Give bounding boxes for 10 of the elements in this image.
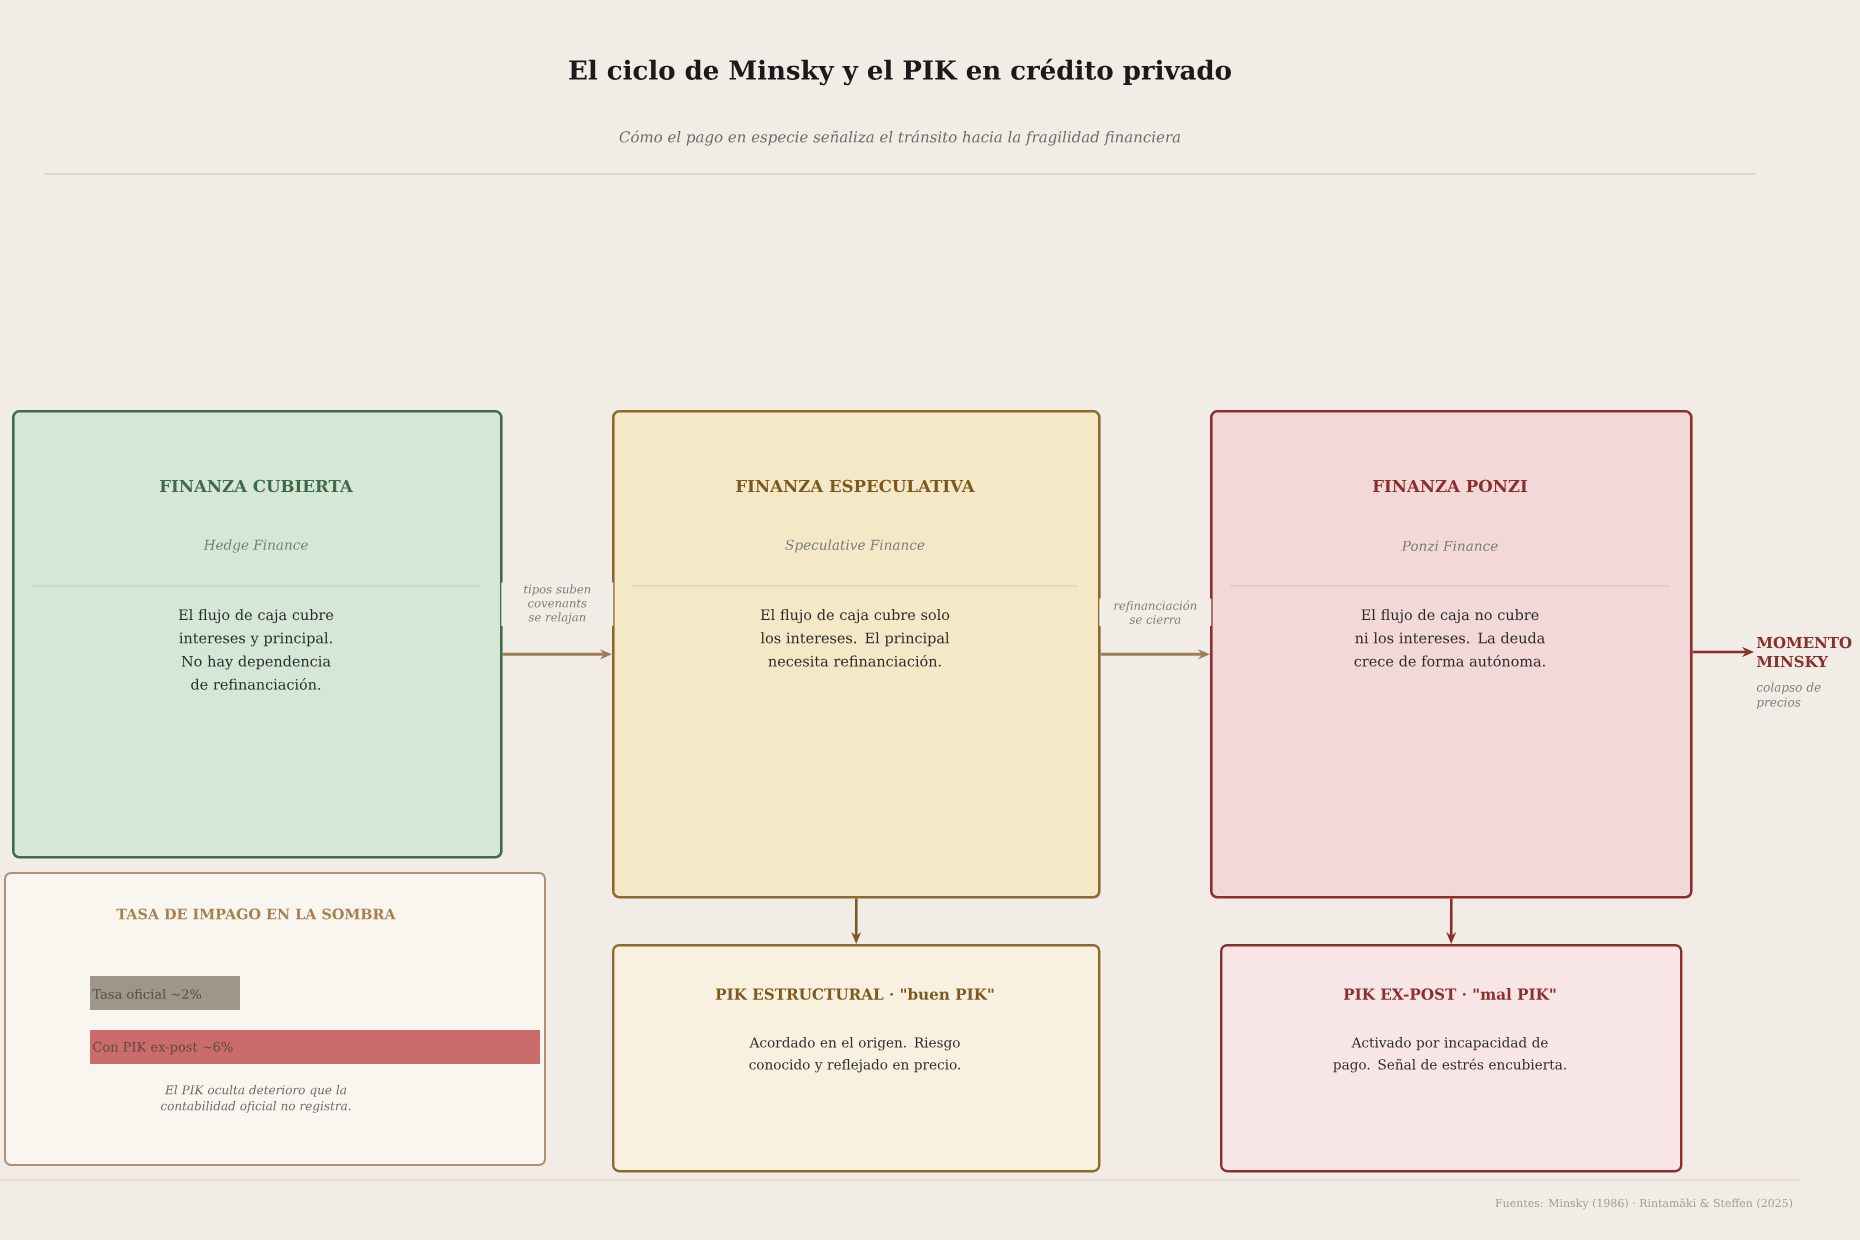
title: El ciclo de Minsky y el PIK en crédito privado: [569, 58, 1231, 86]
stage-box: [1210, 410, 1693, 899]
pik-box: [612, 943, 1101, 1173]
stage-box: [12, 410, 503, 859]
stage-box: [612, 410, 1101, 899]
box-heading: FINANZA ESPECULATIVA: [736, 479, 975, 493]
pik-box: [1220, 943, 1683, 1173]
box-heading: FINANZA PONZI: [1373, 479, 1527, 493]
chart-card: [4, 872, 546, 1166]
box-heading: FINANZA CUBIERTA: [160, 479, 353, 493]
